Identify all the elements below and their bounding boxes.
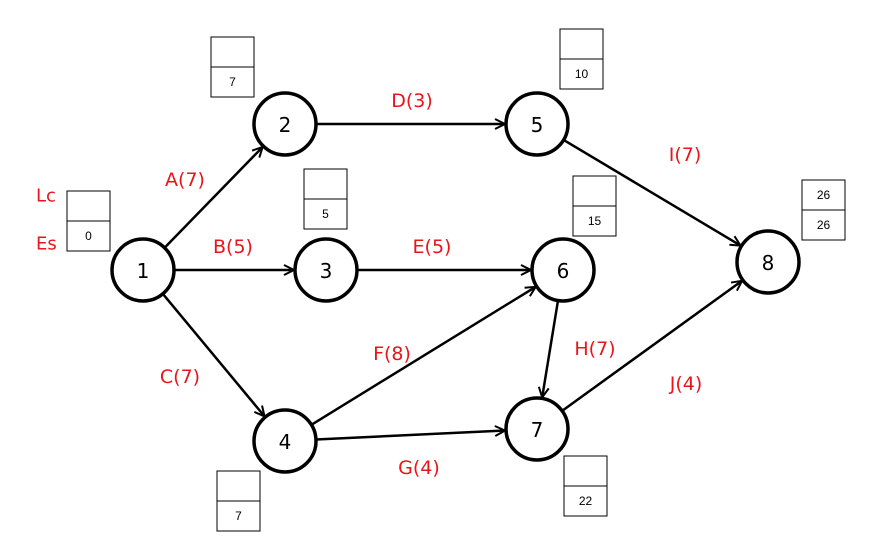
node-label: 7 (531, 418, 544, 442)
edge-1-4 (161, 293, 265, 417)
edge-label-7-8: J(4) (669, 373, 703, 395)
lc-value: 26 (817, 188, 831, 202)
node-5: 5 (504, 91, 570, 157)
es-cell (210, 66, 255, 98)
nodes-layer: 1 2 3 4 5 6 7 8 (110, 91, 801, 474)
time-box-node-6: 15 (572, 175, 617, 237)
edge-4-6 (310, 287, 535, 426)
es-cell (572, 205, 617, 237)
lc-cell (210, 36, 255, 68)
es-cell (559, 58, 604, 90)
edge-6-7 (542, 300, 560, 398)
node-7: 7 (504, 396, 570, 462)
edge-label-6-7: H(7) (574, 338, 615, 360)
node-label: 4 (279, 430, 292, 454)
es-cell (801, 209, 846, 241)
lc-cell (572, 175, 617, 207)
node-circle (293, 237, 359, 303)
node-3: 3 (293, 237, 359, 303)
time-box-node-1: 0 (66, 190, 111, 252)
edge-5-8 (562, 138, 741, 246)
edge-label-1-3: B(5) (213, 236, 253, 258)
node-6: 6 (530, 237, 596, 303)
node-circle (735, 229, 801, 295)
node-circle (110, 237, 176, 303)
node-circle (252, 91, 318, 157)
es-cell (216, 500, 261, 532)
time-box-node-7: 22 (563, 455, 608, 517)
node-2: 2 (252, 91, 318, 157)
es-cell (563, 485, 608, 517)
es-cell (303, 198, 348, 230)
node-4: 4 (252, 408, 318, 474)
edge-1-2 (163, 147, 263, 249)
node-label: 3 (320, 259, 333, 283)
edge-7-8 (561, 281, 742, 412)
edge-label-3-6: E(5) (413, 236, 452, 258)
node-label: 1 (137, 259, 150, 283)
es-value: 15 (588, 214, 602, 228)
es-value: 26 (817, 218, 831, 232)
lc-cell (216, 470, 261, 502)
lc-cell (563, 455, 608, 487)
node-circle (530, 237, 596, 303)
node-label: 5 (531, 113, 544, 137)
time-box-node-5: 10 (559, 28, 604, 90)
es-value: 7 (229, 75, 236, 89)
edge-label-5-8: I(7) (669, 144, 702, 166)
node-circle (504, 396, 570, 462)
es-value: 10 (575, 67, 589, 81)
node-circle (252, 408, 318, 474)
edge-label-2-5: D(3) (391, 90, 433, 112)
node-label: 2 (279, 113, 292, 137)
node-circle (504, 91, 570, 157)
time-box-node-3: 5 (303, 168, 348, 230)
lc-cell (66, 190, 111, 222)
time-box-node-2: 7 (210, 36, 255, 98)
node-1: 1 (110, 237, 176, 303)
edge-label-4-7: G(4) (398, 457, 440, 479)
edges-layer: A(7) B(5) C(7) D(3) E(5) F(8) G(4) H(7) I(7) J(4) (160, 90, 742, 479)
es-value: 5 (322, 207, 329, 221)
lc-cell (303, 168, 348, 200)
es-value: 7 (235, 509, 242, 523)
edge-label-4-6: F(8) (373, 343, 411, 365)
node-label: 6 (557, 259, 570, 283)
es-cell (66, 220, 111, 252)
time-box-node-8: 26 26 (801, 179, 846, 241)
time-box-node-4: 7 (216, 470, 261, 532)
legend-es-label: Es (36, 234, 57, 255)
edge-label-1-2: A(7) (165, 169, 205, 191)
node-label: 8 (762, 251, 775, 275)
lc-cell (559, 28, 604, 60)
legend-lc-label: Lc (36, 186, 56, 207)
edge-4-7 (315, 431, 505, 441)
es-value: 0 (85, 229, 92, 243)
node-8: 8 (735, 229, 801, 295)
edge-label-1-4: C(7) (160, 366, 200, 388)
es-value: 22 (579, 494, 593, 508)
